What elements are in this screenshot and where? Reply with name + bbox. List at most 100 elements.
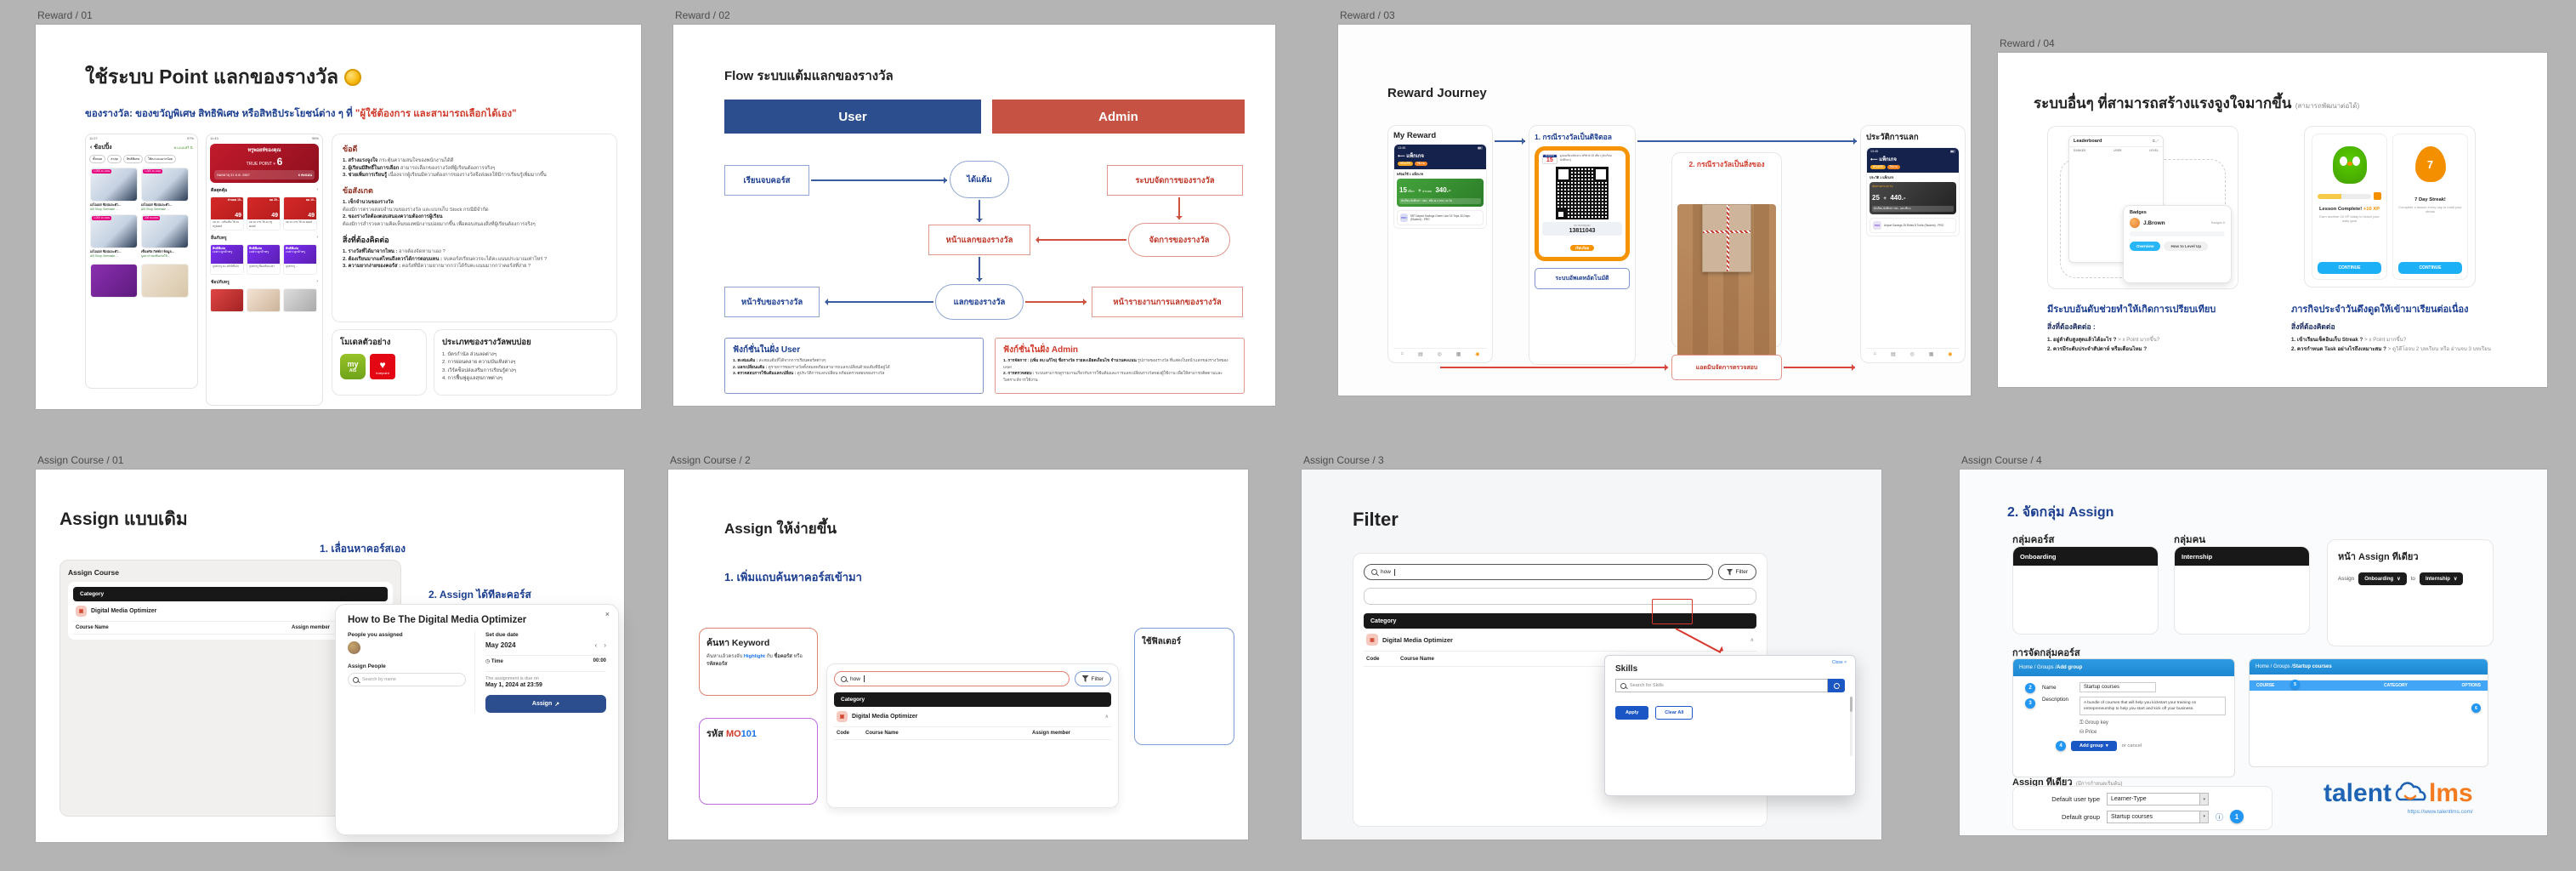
price-row[interactable]: ⛁ Price	[2080, 730, 2097, 736]
breadcrumb[interactable]: Home / Groups /	[2255, 664, 2294, 669]
rewards-icon[interactable]: ◉	[1948, 352, 1953, 357]
card-title: ประวัติการแลก	[1866, 133, 1919, 142]
user-type-select[interactable]: Learner-Type▾	[2107, 793, 2209, 806]
routes-icon[interactable]: ▤	[1890, 352, 1896, 357]
chip[interactable]: ใช้คะแนนมากน้อย	[144, 155, 177, 163]
home-icon[interactable]: ⌂	[1873, 351, 1877, 356]
scrollbar[interactable]	[1850, 697, 1853, 756]
chevron-right-icon[interactable]: ›	[316, 279, 318, 284]
chevron-up-icon[interactable]: ∧	[1750, 637, 1754, 643]
cancel-link[interactable]: or cancel	[2121, 743, 2142, 749]
calendar-prev[interactable]: ‹	[594, 641, 598, 649]
add-group-button[interactable]: Add group ▾	[2071, 741, 2117, 752]
search-input[interactable]: Search by name	[348, 673, 466, 686]
add-group-form: Home / Groups / Add group 2 Name Startup…	[2012, 658, 2235, 777]
frame-label[interactable]: Reward / 01	[37, 9, 93, 21]
shop-card[interactable]	[247, 288, 281, 312]
chevron-right-icon[interactable]: ›	[316, 235, 318, 240]
rewards-icon[interactable]: ◉	[1475, 352, 1480, 357]
group-dropdown[interactable]: Onboarding ∨	[2358, 572, 2407, 585]
section-subheading: สิ่งที่ต้องคิดต่อ	[2291, 322, 2335, 331]
group-key-row[interactable]: ⚿ Group key	[2080, 720, 2108, 726]
shop-card[interactable]	[283, 288, 317, 312]
home-icon[interactable]: ⌂	[1400, 351, 1404, 356]
ticket-icon[interactable]: ▦	[1928, 352, 1934, 357]
level-up-button[interactable]: How to Level Up	[2164, 242, 2209, 251]
group-dropdown[interactable]: Internship ∨	[2419, 572, 2464, 585]
chip[interactable]: ใช้งาน	[1414, 162, 1427, 166]
clear-all-button[interactable]: Clear All	[1655, 706, 1694, 720]
frame-label[interactable]: Reward / 03	[1340, 9, 1395, 21]
overview-button[interactable]: Overview	[2130, 242, 2161, 251]
list-item: 3. ความยากง่ายของคอร์ส : คอร์สที่มีความย…	[343, 264, 531, 270]
info-icon[interactable]: ⓘ	[2216, 812, 2224, 822]
deal-card[interactable]: ลด 20.-49 ลด 20 บาท ใช้ 49 ทรูพอยท์	[247, 196, 281, 231]
chevron-right-icon[interactable]: ›	[316, 187, 318, 192]
default-group-select[interactable]: Startup courses▾	[2107, 810, 2209, 823]
product-card[interactable]	[141, 264, 189, 298]
search-input[interactable]: how	[834, 671, 1070, 686]
frame-label[interactable]: Assign Course / 4	[1961, 454, 2042, 466]
flow-node-report: หน้ารายงานการแลกของรางวัล	[1092, 287, 1243, 317]
frame-label[interactable]: Assign Course / 2	[670, 454, 751, 466]
chevron-up-icon[interactable]: ∧	[1104, 714, 1109, 720]
product-card[interactable]: 1,000 คะแนน เอไอเอส ช้อปและตัว... AIS Sh…	[141, 168, 189, 211]
product-card[interactable]: 200 คะแนน เซ็นทรัล กิฟท์การ์ดมูล... มูลค…	[141, 214, 189, 259]
frame-label[interactable]: Assign Course / 01	[37, 454, 124, 466]
chip[interactable]: ล่าสุด	[107, 155, 122, 163]
list-item[interactable]: PRO Airport Savings 25 Rides 8 Turtle (S…	[1870, 218, 1956, 233]
routes-icon[interactable]: ▤	[1417, 352, 1423, 357]
location-icon[interactable]: ◎	[1909, 352, 1915, 357]
sort-control[interactable]: คะแนนฟรี ⇅	[173, 145, 193, 150]
frame-assign-03: Assign Course / 3 Filter how Filter Cate…	[1302, 454, 1881, 840]
frame-label[interactable]: Reward / 04	[2000, 37, 2055, 49]
filter-button[interactable]: Filter	[1074, 671, 1111, 686]
product-card[interactable]: 1,000 คะแนน เอไอเอส ช้อปและตัว... AIS Sh…	[90, 168, 138, 211]
field-label: Description	[2042, 697, 2068, 703]
list-item: 1. สร้างแรงจูงใจ กระตุ้นความสนใจของพนักง…	[343, 158, 454, 163]
skills-search-input[interactable]: Search for Skills	[1615, 679, 1828, 692]
search-input[interactable]: how	[1364, 564, 1713, 580]
column-header: USER	[2114, 149, 2122, 152]
cloud-icon	[2395, 782, 2426, 801]
category-name: Digital Media Optimizer	[852, 714, 918, 720]
ticket-icon[interactable]: ▦	[1455, 352, 1461, 357]
deal-card[interactable]: ลด 10.-49 ลด 10 บาท ใช้ 49 พอยท์	[283, 196, 317, 231]
close-icon[interactable]: ×	[604, 610, 610, 618]
search-button[interactable]	[1828, 679, 1845, 692]
product-card[interactable]	[90, 264, 138, 298]
brand-url[interactable]: https://www.talentlms.com/	[2407, 809, 2473, 815]
window-icons[interactable]: ⧉ ⤢	[2152, 139, 2159, 143]
frame-label[interactable]: Reward / 02	[675, 9, 730, 21]
filter-button[interactable]: Filter	[1717, 564, 1756, 580]
chip[interactable]: ใช้งาน	[1887, 165, 1900, 169]
shop-card[interactable]	[210, 288, 244, 312]
frame-label[interactable]: Assign Course / 3	[1303, 454, 1384, 466]
chip[interactable]: ทั้งหมด	[89, 155, 106, 163]
deal-card[interactable]: ส่วนลด 15.-49 ลด 15.- เครื่องดื่ม ใช้ 49…	[210, 196, 244, 231]
assign-button[interactable]: Assign↗	[485, 695, 606, 713]
close-button[interactable]: Close ×	[1831, 660, 1847, 665]
time-value[interactable]: 00:00	[593, 658, 606, 663]
continue-button[interactable]: CONTINUE	[2318, 262, 2381, 274]
caret-icon: ▾	[2105, 743, 2108, 749]
privilege-card[interactable]: สิทธิพิเศษเฉพาะลูกค้าทรู ลูกค้าทรู 4G คร…	[210, 244, 244, 275]
continue-button[interactable]: CONTINUE	[2398, 262, 2462, 274]
chip[interactable]: พร้อมใช้	[1398, 162, 1413, 166]
product-card[interactable]: 1,000 คะแนน เอไอเอส ช้อปและตัว... AIS Sh…	[90, 214, 138, 259]
chip[interactable]: พร้อมใช้	[1870, 165, 1886, 169]
calendar-next[interactable]: ›	[604, 641, 606, 649]
assign-modal: × How to Be The Digital Media Optimizer …	[335, 604, 619, 835]
list-item[interactable]: PRO SRT Airport Savings Green Line 15 Tr…	[1397, 210, 1484, 225]
privilege-card[interactable]: สิทธิพิเศษเฉพาะลูกค้าทรู ลูกค้าทรู ซื้อเ…	[247, 244, 281, 275]
breadcrumb[interactable]: Home / Groups /	[2019, 665, 2057, 670]
description-textarea[interactable]: A bundle of courses that will help you k…	[2080, 697, 2226, 716]
chip[interactable]: สิทธิพิเศษ	[122, 155, 143, 163]
auto-update-box: ระบบอัพเดทอัตโนมัติ	[1535, 268, 1630, 289]
apply-button[interactable]: Apply	[1615, 706, 1649, 720]
location-icon[interactable]: ◎	[1437, 352, 1442, 357]
privilege-card[interactable]: สิทธิพิเศษเฉพาะลูกค้าทรู ลูกค้าทรู ...	[283, 244, 317, 275]
default-settings-box: Default user type Learner-Type▾ Default …	[2012, 786, 2272, 830]
name-input[interactable]: Startup courses	[2080, 682, 2156, 692]
